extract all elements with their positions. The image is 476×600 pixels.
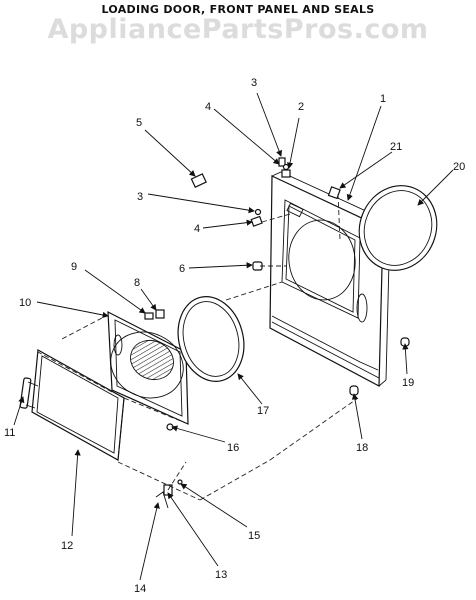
front-panel	[269, 171, 391, 387]
callout-1: 1	[380, 93, 386, 105]
callout-6: 6	[179, 263, 185, 275]
callout-15: 15	[248, 530, 260, 542]
callout-21: 21	[390, 141, 402, 153]
callout-20: 20	[453, 161, 465, 173]
callout-11: 11	[4, 427, 15, 439]
callout-4b: 4	[194, 223, 200, 235]
part-5-block	[190, 173, 207, 188]
watermark: AppliancePartsPros.com	[47, 14, 429, 45]
callout-14: 14	[134, 583, 146, 595]
callout-16: 16	[227, 442, 239, 454]
callout-10: 10	[19, 297, 31, 309]
part-21-catch	[327, 186, 341, 200]
part-14-spring	[155, 491, 169, 509]
loading-door	[31, 349, 125, 461]
part-4-washer-mid	[250, 215, 263, 227]
callout-4: 4	[205, 101, 211, 113]
callout-numbers: 1 2 3 4 5 3 4 6 21 20 9 8 10 11 12 17 16…	[4, 77, 465, 595]
part-15-screw	[177, 479, 183, 485]
callout-12: 12	[61, 540, 73, 552]
part-8-hinge	[155, 309, 165, 319]
callout-3b: 3	[137, 191, 143, 203]
panel-seal-ring	[358, 185, 438, 271]
callout-3: 3	[251, 77, 257, 89]
callout-2: 2	[298, 101, 304, 113]
callout-19: 19	[402, 377, 414, 389]
part-9-screw	[144, 312, 154, 320]
callout-13: 13	[215, 569, 227, 581]
part-4-washer-top	[282, 163, 290, 171]
callout-8: 8	[134, 277, 140, 289]
part-3-screw-mid	[254, 208, 262, 216]
page-title: LOADING DOOR, FRONT PANEL AND SEALS	[101, 3, 375, 16]
part-2-clip	[281, 169, 291, 178]
assembly-lines	[37, 193, 359, 501]
callout-17: 17	[257, 405, 269, 417]
door-seal-ring	[177, 296, 245, 382]
part-18-foot	[349, 385, 359, 396]
callout-18: 18	[356, 442, 368, 454]
callout-9: 9	[71, 261, 77, 273]
leader-lines	[13, 92, 454, 581]
callout-5: 5	[136, 117, 142, 129]
